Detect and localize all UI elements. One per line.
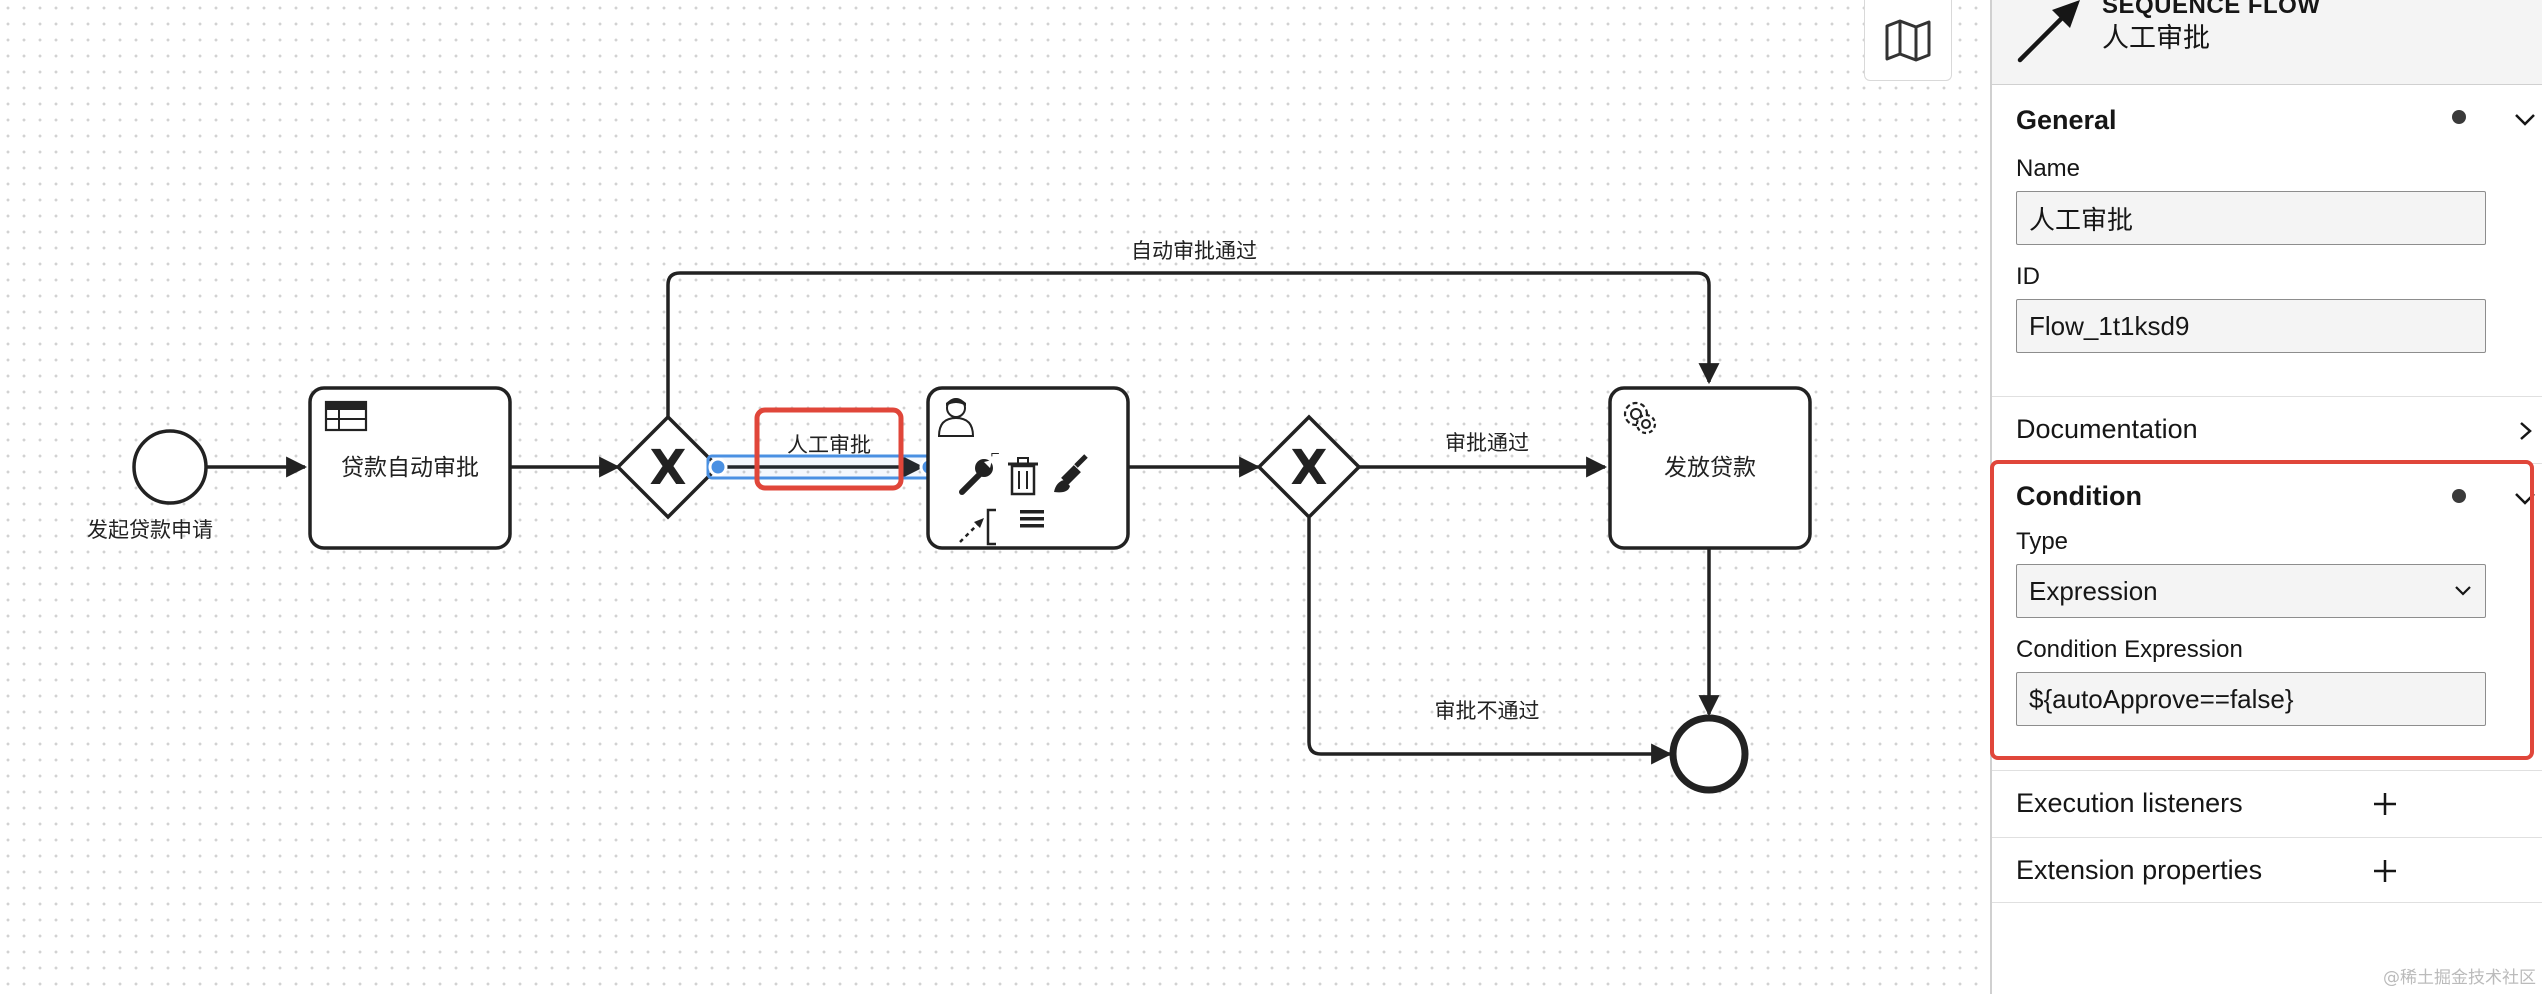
group-documentation-header[interactable]: Documentation (1992, 397, 2542, 461)
flow-rejected[interactable] (1307, 518, 1673, 765)
group-condition-header[interactable]: Condition (1992, 464, 2542, 528)
flow-rejected-label: 审批不通过 (1435, 699, 1540, 723)
sequence-flow-arrow-icon (2017, 0, 2080, 63)
panel-header: SEQUENCE FLOW 人工审批 (1992, 0, 2542, 85)
task-disburse-label: 发放贷款 (1664, 455, 1756, 481)
group-condition-title: Condition (2016, 480, 2142, 511)
group-extension-properties-title: Extension properties (2016, 854, 2263, 885)
group-extension-properties-header[interactable]: Extension properties (1992, 838, 2542, 902)
watermark: @稀土掘金技术社区 (2383, 968, 2536, 988)
element-type-label: SEQUENCE FLOW (2102, 0, 2321, 19)
group-execution-listeners[interactable]: Execution listeners (1992, 771, 2542, 838)
flow-label-highlight (754, 407, 904, 491)
plus-icon[interactable] (2372, 791, 2398, 817)
flow-auto-approved-label: 自动审批通过 (1131, 239, 1257, 263)
flow-approved-label: 审批通过 (1445, 431, 1529, 455)
task-auto-review[interactable] (308, 386, 512, 550)
group-documentation-title: Documentation (2016, 413, 2198, 444)
type-label: Type (2016, 528, 2069, 555)
exclusive-gateway-2[interactable] (1256, 414, 1362, 520)
wrench-icon[interactable]: ⌐ (959, 447, 1000, 495)
type-select[interactable]: Expression (2016, 564, 2486, 618)
plus-icon[interactable] (2372, 858, 2398, 884)
group-documentation[interactable]: Documentation (1992, 397, 2542, 464)
task-auto-review-label: 贷款自动审批 (341, 455, 479, 481)
group-execution-listeners-title: Execution listeners (2016, 787, 2243, 818)
start-event-label: 发起贷款申请 (87, 518, 213, 542)
user-icon (937, 398, 975, 437)
flow-start-handle[interactable] (708, 457, 728, 477)
condition-expression-field[interactable]: ${autoApprove==false} (2016, 672, 2486, 726)
properties-panel: SEQUENCE FLOW 人工审批 General Name 人工审批 ID … (1990, 0, 2542, 994)
name-label: Name (2016, 155, 2081, 182)
svg-text:⌐: ⌐ (990, 447, 1000, 461)
condition-expression-label: Condition Expression (2016, 636, 2243, 663)
gateway-1-marker: X (649, 440, 686, 496)
trash-icon[interactable] (1008, 457, 1038, 496)
diagram-canvas[interactable]: 发起贷款申请 贷款自动审批 X 自动审批通过 人工审批 ⌐ (0, 0, 1990, 994)
gateway-2-marker: X (1290, 440, 1327, 496)
bpmn-diagram[interactable]: 发起贷款申请 贷款自动审批 X 自动审批通过 人工审批 ⌐ (0, 0, 1990, 994)
selection-outline (706, 454, 942, 480)
group-general-header[interactable]: General (1992, 85, 2542, 155)
exclusive-gateway-1[interactable] (615, 414, 721, 520)
id-field[interactable]: Flow_1t1ksd9 (2016, 299, 2486, 353)
group-extension-properties[interactable]: Extension properties (1992, 838, 2542, 903)
data-indicator-dot (2452, 110, 2466, 124)
chevron-right-icon[interactable] (2512, 419, 2538, 443)
group-condition: Condition Type Expression Condition Expr… (1992, 464, 2542, 771)
map-icon (1885, 19, 1931, 62)
end-event[interactable] (1669, 714, 1749, 794)
start-event[interactable] (132, 429, 208, 505)
id-label: ID (2016, 263, 2040, 290)
chevron-down-icon (2455, 586, 2471, 596)
menu-icon[interactable] (1020, 510, 1044, 528)
element-name-label: 人工审批 (2102, 23, 2210, 54)
business-rule-icon (324, 400, 368, 432)
data-indicator-dot (2452, 489, 2466, 503)
flow-manual-review-label: 人工审批 (787, 433, 871, 457)
minimap-toggle-button[interactable] (1864, 0, 1952, 81)
task-disburse[interactable] (1608, 386, 1812, 550)
chevron-down-icon[interactable] (2512, 486, 2538, 510)
paint-brush-icon[interactable] (1054, 454, 1088, 493)
gear-icon (1623, 401, 1657, 435)
type-select-value: Expression (2029, 575, 2158, 606)
task-manual-review[interactable] (926, 386, 1130, 550)
connect-icon[interactable] (959, 508, 996, 546)
group-general: General Name 人工审批 ID Flow_1t1ksd9 (1992, 85, 2542, 397)
chevron-down-icon[interactable] (2512, 107, 2538, 131)
name-field[interactable]: 人工审批 (2016, 191, 2486, 245)
flow-auto-approved[interactable] (666, 271, 1720, 420)
group-general-title: General (2016, 104, 2117, 135)
group-execution-listeners-header[interactable]: Execution listeners (1992, 771, 2542, 835)
